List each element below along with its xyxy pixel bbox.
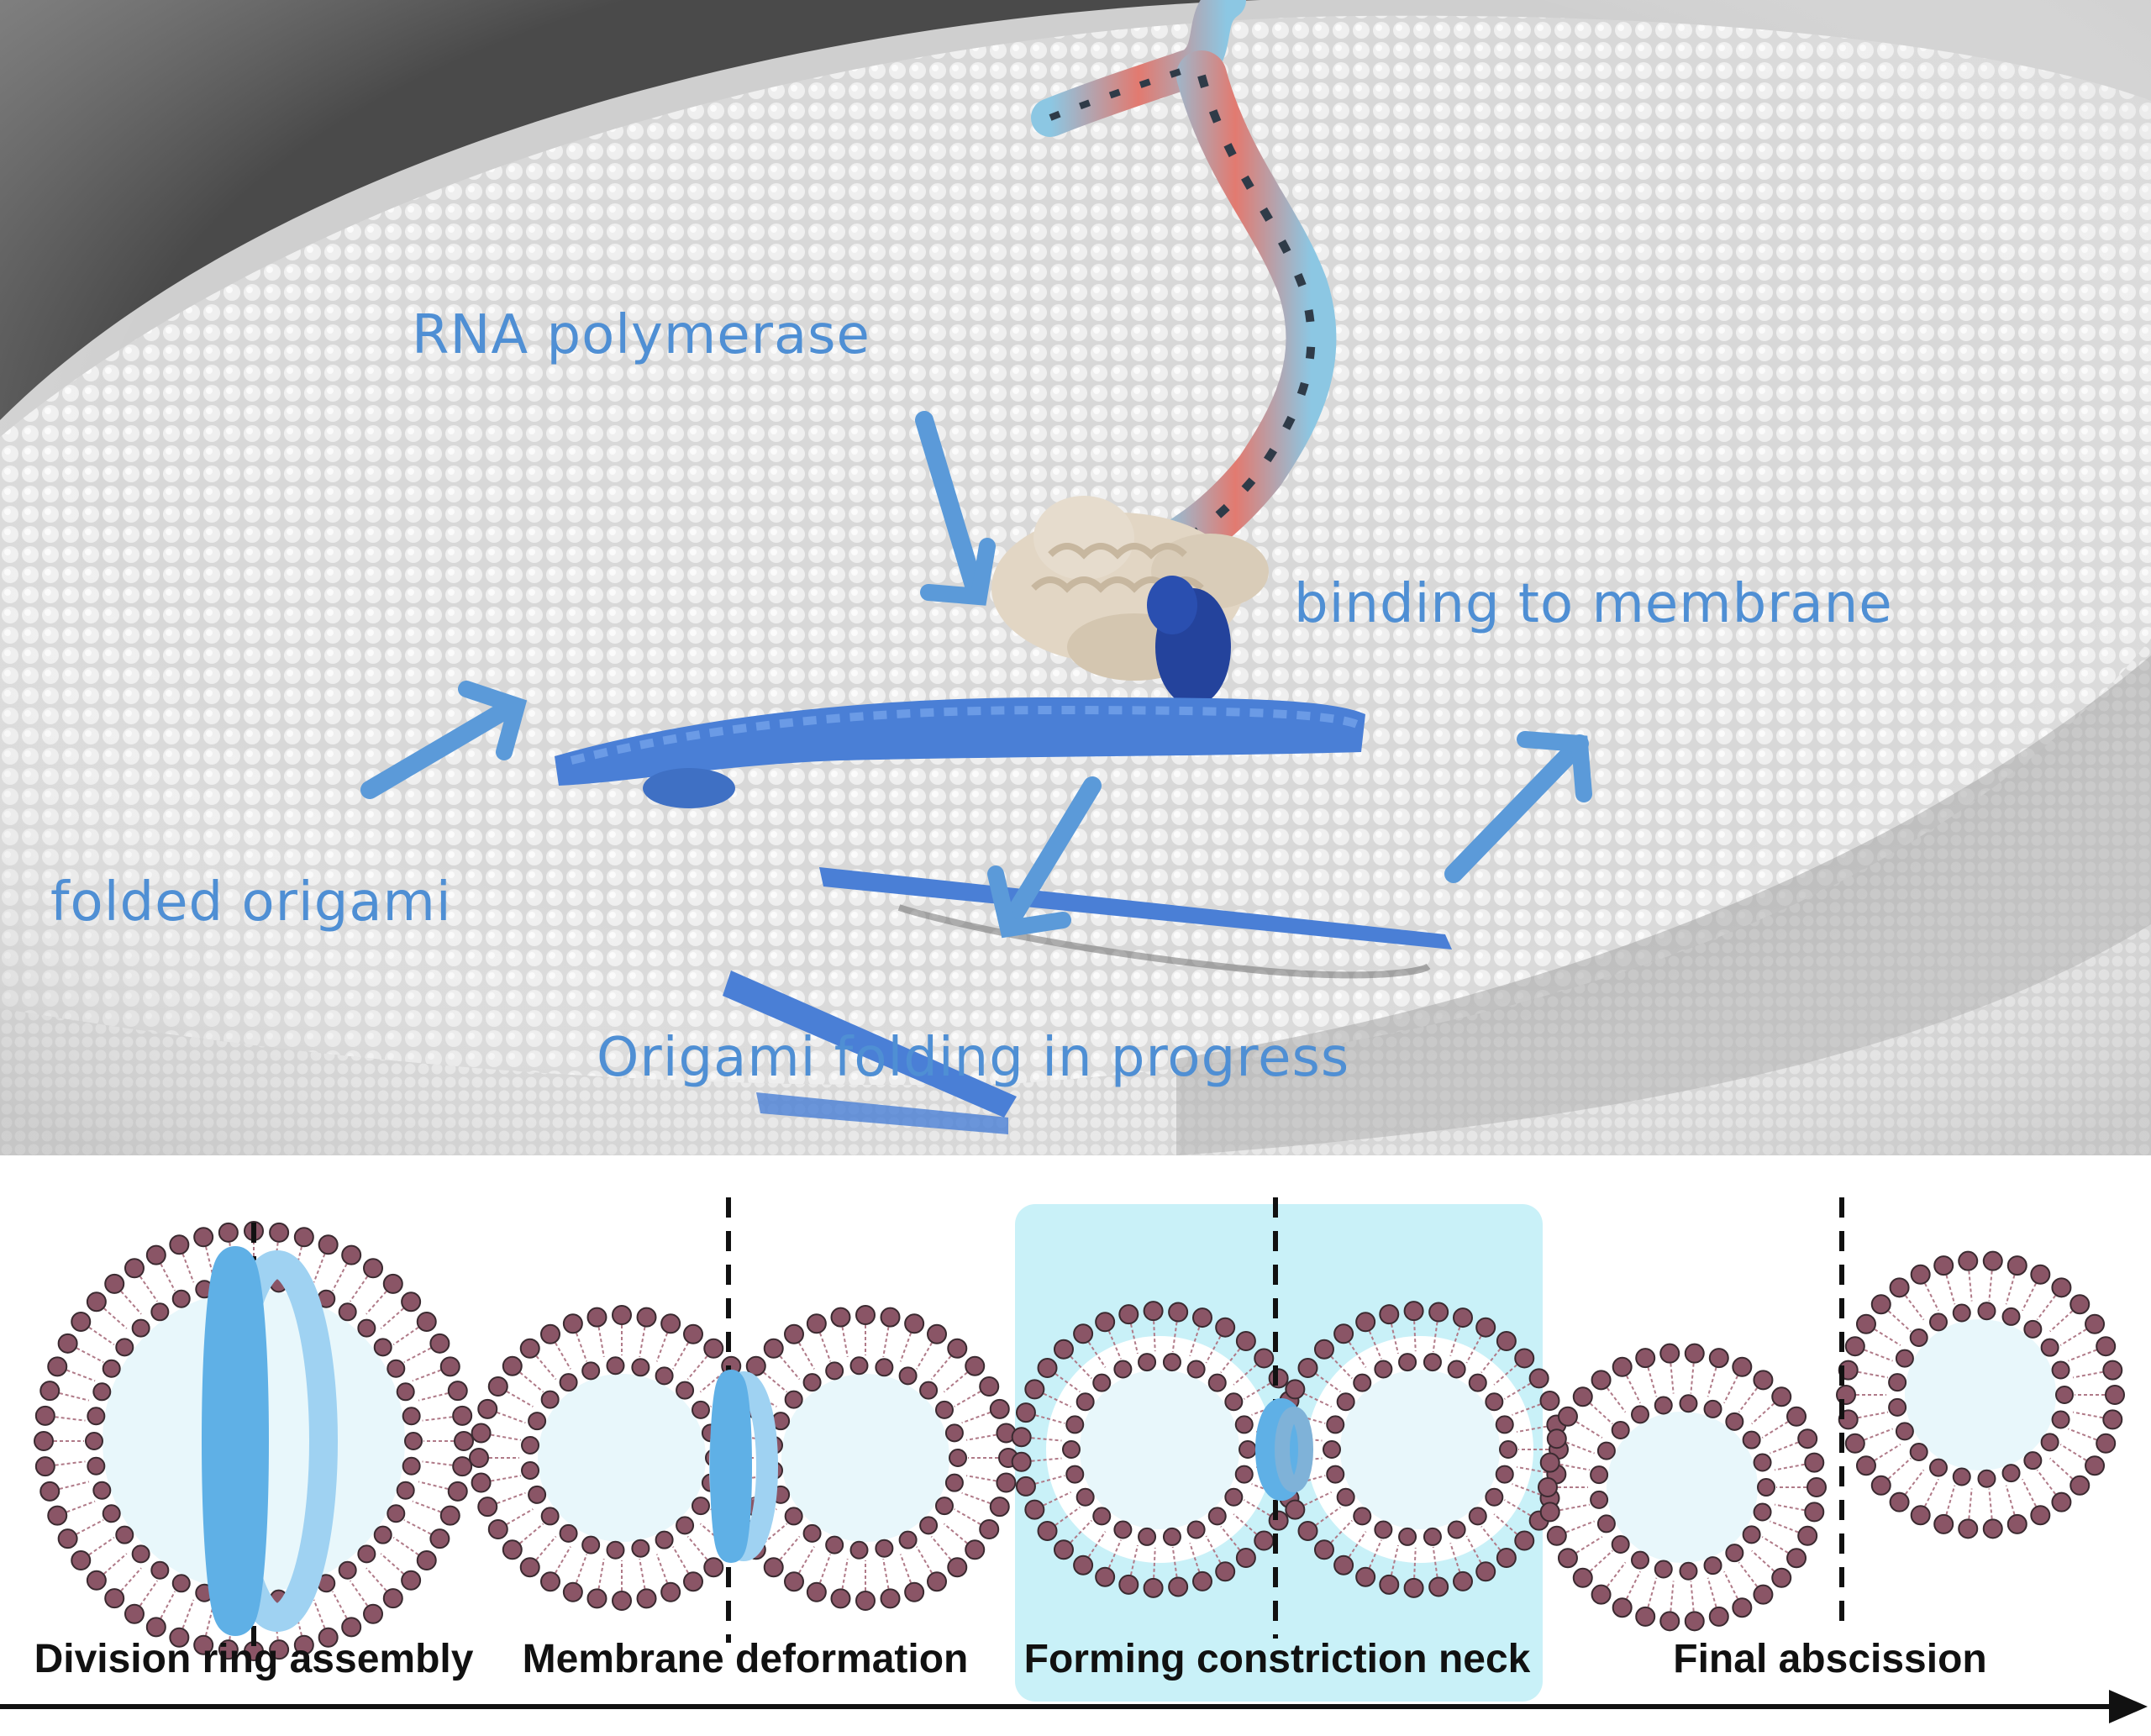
rendered-scene: RNA polymerase binding to membrane folde… — [0, 0, 2151, 1155]
stage-label-membrane-deformation: Membrane deformation — [523, 1637, 969, 1681]
division-ring-stage-2 — [709, 1370, 778, 1563]
rna-polymerase-model — [991, 496, 1269, 706]
vesicle-stage-4-right — [1836, 1250, 2125, 1539]
annotation-binding-to-membrane: binding to membrane — [1294, 573, 1893, 635]
vesicle-stage-2-left — [469, 1305, 775, 1611]
arrow-to-origami — [360, 697, 522, 799]
dna-helix — [1031, 0, 1337, 580]
arrow-folding-right — [1444, 734, 1589, 883]
annotation-rna-polymerase: RNA polymerase — [412, 304, 870, 366]
annotation-folded-origami: folded origami — [50, 871, 452, 934]
folding-origami-model — [723, 867, 1452, 1134]
folded-origami-model — [555, 697, 1365, 808]
arrow-folding-left — [999, 776, 1102, 934]
vesicle-stage-3-left — [1011, 1301, 1308, 1598]
vesicle-stage-4-left — [1538, 1343, 1827, 1632]
vesicle-stage-3-right — [1271, 1301, 1569, 1598]
annotation-origami-folding: Origami folding in progress — [597, 1027, 1349, 1089]
stage-label-division-ring: Division ring assembly — [34, 1637, 474, 1681]
division-schematic: Division ring assembly Membrane deformat… — [0, 1155, 2151, 1736]
division-ring-stage-1 — [202, 1246, 338, 1636]
stage-label-constriction-neck: Forming constriction neck — [1024, 1637, 1531, 1681]
timeline-arrow — [0, 1690, 2148, 1723]
arrow-to-polymerase — [915, 411, 984, 597]
stage-label-final-abscission: Final abscission — [1673, 1637, 1986, 1681]
division-ring-stage-3 — [1255, 1398, 1313, 1501]
annotation-arrows — [360, 411, 1592, 939]
